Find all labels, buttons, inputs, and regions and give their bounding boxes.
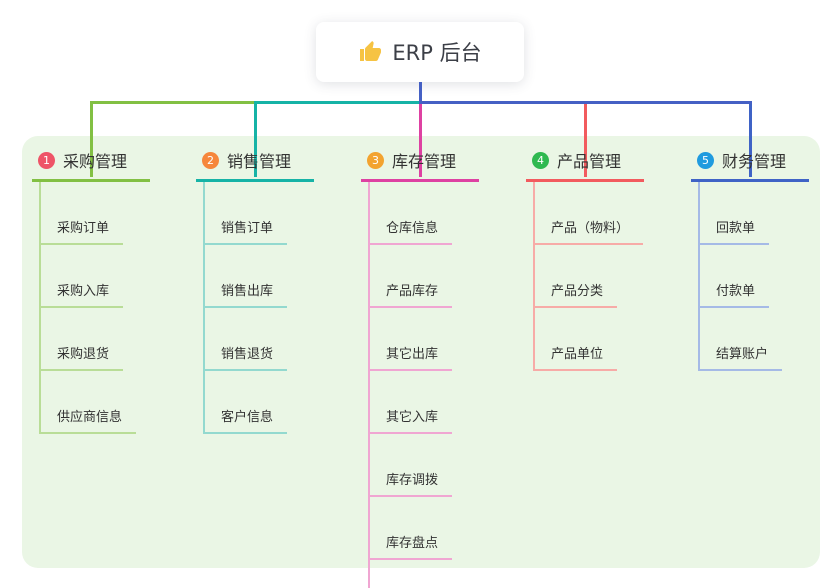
child-node[interactable]: 付款单 [700,245,770,308]
branch-number-badge: 5 [697,151,714,169]
child-node[interactable]: 采购退货 [41,308,124,371]
connector-line [253,101,419,104]
connector-line [748,104,752,177]
connector-line [418,101,752,104]
branch-column: 3 库存管理仓库信息产品库存其它出库其它入库库存调拨库存盘点出库库明细 [361,148,479,588]
branch-number-badge: 4 [532,151,549,169]
connector-line [418,104,422,177]
child-node[interactable]: 库存盘点 [370,497,453,560]
branch-column: 2 销售管理销售订单销售出库销售退货客户信息 [196,148,314,434]
child-node[interactable]: 客户信息 [205,371,288,434]
child-node[interactable]: 仓库信息 [370,182,453,245]
root-label: ERP 后台 [392,41,482,65]
branch-title[interactable]: 3 库存管理 [361,148,479,182]
branch-title[interactable]: 1 采购管理 [32,148,150,182]
branch-label: 销售管理 [227,152,292,171]
child-node[interactable]: 供应商信息 [41,371,137,434]
branch-column: 4 产品管理产品（物料）产品分类产品单位 [526,148,644,371]
branch-number-badge: 1 [38,151,55,169]
branch-title[interactable]: 5 财务管理 [691,148,809,182]
child-node[interactable]: 其它入库 [370,371,453,434]
branch-label: 采购管理 [63,152,128,171]
branch-label: 产品管理 [557,152,622,171]
branch-number-badge: 3 [367,151,384,169]
branch-children: 采购订单采购入库采购退货供应商信息 [39,182,150,434]
branch-label: 财务管理 [722,152,787,171]
child-node[interactable]: 其它出库 [370,308,453,371]
connector-line [89,101,254,104]
connector-line [253,104,257,177]
child-node[interactable]: 采购入库 [41,245,124,308]
connector-line [89,104,93,177]
branch-title[interactable]: 4 产品管理 [526,148,644,182]
child-node[interactable]: 产品分类 [535,245,618,308]
child-node[interactable]: 结算账户 [700,308,783,371]
branch-column: 5 财务管理回款单付款单结算账户 [691,148,809,371]
child-node[interactable]: 库存调拨 [370,434,453,497]
child-node[interactable]: 产品单位 [535,308,618,371]
child-node[interactable]: 销售退货 [205,308,288,371]
child-node[interactable]: 销售订单 [205,182,288,245]
child-node[interactable]: 采购订单 [41,182,124,245]
branch-children: 回款单付款单结算账户 [698,182,809,371]
child-node[interactable]: 出库库明细 [370,560,465,588]
thumbs-up-icon [358,40,382,64]
connector-line [583,104,587,177]
branch-children: 销售订单销售出库销售退货客户信息 [203,182,314,434]
branch-column: 1 采购管理采购订单采购入库采购退货供应商信息 [32,148,150,434]
branch-children: 仓库信息产品库存其它出库其它入库库存调拨库存盘点出库库明细 [368,182,479,588]
child-node[interactable]: 回款单 [700,182,770,245]
branch-label: 库存管理 [392,152,457,171]
child-node[interactable]: 产品（物料） [535,182,644,245]
branch-children: 产品（物料）产品分类产品单位 [533,182,644,371]
connector-line [418,82,422,104]
child-node[interactable]: 产品库存 [370,245,453,308]
branch-title[interactable]: 2 销售管理 [196,148,314,182]
child-node[interactable]: 销售出库 [205,245,288,308]
root-node[interactable]: ERP 后台 [316,22,524,82]
branch-number-badge: 2 [202,151,219,169]
